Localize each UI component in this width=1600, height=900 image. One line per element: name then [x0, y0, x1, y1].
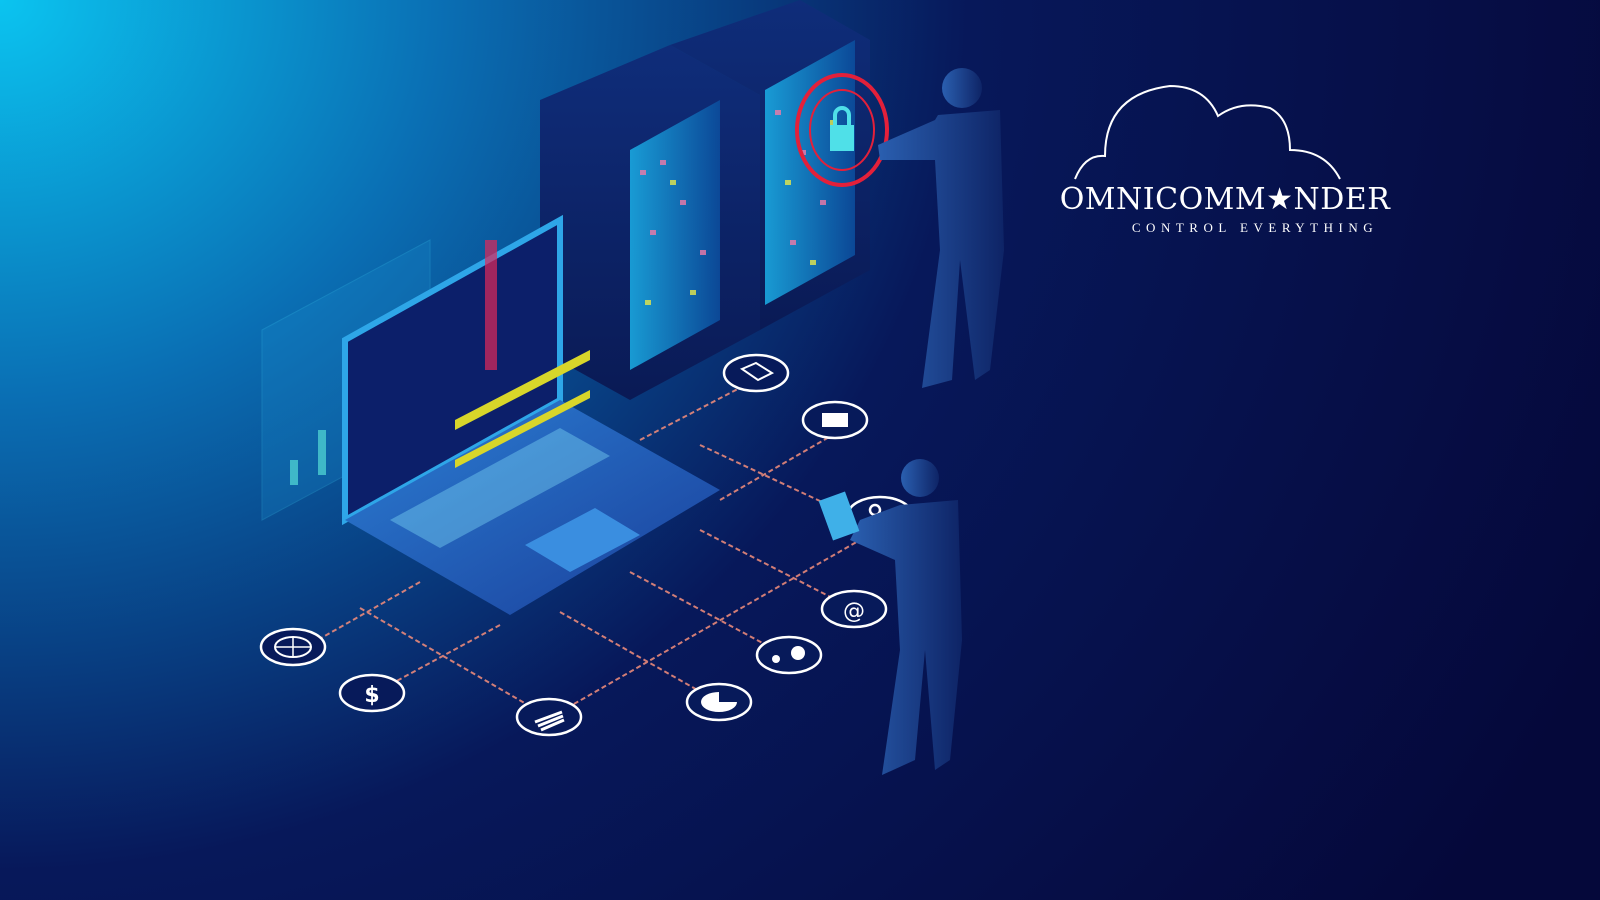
logo-brand: OMNICOMM★NDER — [1059, 182, 1391, 217]
svg-text:$: $ — [364, 683, 379, 708]
person-with-tablet — [818, 459, 962, 775]
dollar-icon: $ — [338, 673, 406, 713]
network-lines — [299, 379, 861, 713]
padlock-icon — [795, 73, 889, 187]
bar-chart-icon — [515, 697, 583, 737]
laptop-icon — [722, 353, 790, 393]
globe-icon — [259, 627, 327, 667]
laptop — [342, 214, 720, 615]
server-racks — [540, 0, 870, 400]
network-nodes: $ @ — [259, 353, 914, 737]
logo-tagline: CONTROL EVERYTHING — [1131, 220, 1379, 235]
person-standing — [878, 68, 1004, 388]
omnicommander-logo: OMNICOMM★NDER CONTROL EVERYTHING — [1040, 84, 1410, 244]
gears-icon — [755, 635, 823, 675]
pie-chart-icon — [685, 682, 753, 722]
svg-text:@: @ — [843, 599, 865, 624]
briefcase-icon — [801, 400, 869, 440]
cloud-icon — [1074, 84, 1341, 180]
at-sign-icon: @ — [820, 589, 888, 629]
